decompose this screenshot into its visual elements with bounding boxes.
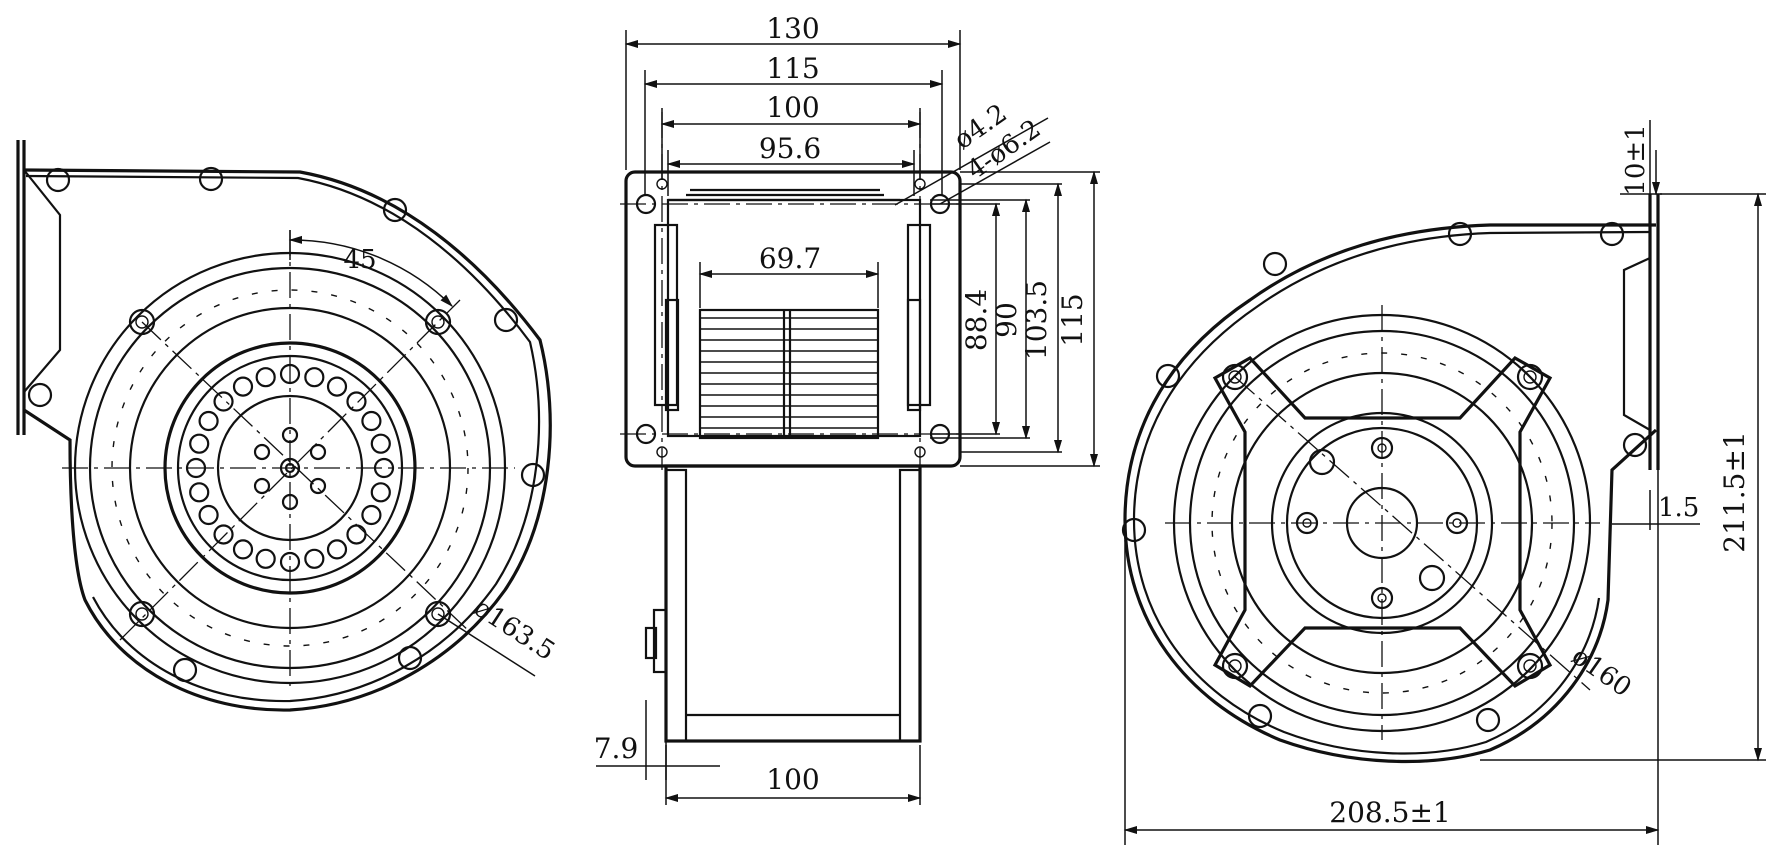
dim-211-5: 211.5±1 bbox=[1718, 431, 1751, 552]
side-outlet bbox=[664, 464, 922, 743]
front-view: 45 ø163.5 bbox=[16, 140, 560, 712]
dim-7-9: 7.9 bbox=[594, 732, 639, 765]
rear-diameter-label: ø160 bbox=[1566, 641, 1637, 703]
motor-bracket bbox=[1212, 355, 1553, 689]
front-diameter-label: ø163.5 bbox=[468, 593, 560, 667]
dim-90: 90 bbox=[990, 302, 1023, 338]
rear-view: ø160 10±1 211.5±1 1.5 208.5±1 bbox=[1121, 120, 1766, 845]
side-view: 130 115 100 95.6 69.7 ø4.2 4-ø6.2 88.4 bbox=[594, 12, 1100, 805]
rear-housing-holes bbox=[1121, 221, 1648, 733]
front-screws bbox=[128, 308, 452, 628]
dim-1-5: 1.5 bbox=[1658, 493, 1699, 523]
dim-208-5: 208.5±1 bbox=[1329, 796, 1450, 829]
dim-103-5: 103.5 bbox=[1020, 280, 1053, 360]
dim-88-4: 88.4 bbox=[960, 289, 993, 351]
housing-holes bbox=[27, 166, 546, 683]
impeller-holes bbox=[185, 363, 395, 573]
dim-69-7: 69.7 bbox=[759, 242, 821, 275]
dim-100-top: 100 bbox=[766, 91, 819, 124]
dim-130: 130 bbox=[766, 12, 819, 45]
rear-housing bbox=[1123, 223, 1658, 764]
dim-100-bottom: 100 bbox=[766, 763, 819, 796]
dim-115: 115 bbox=[766, 52, 819, 85]
angle-label: 45 bbox=[343, 245, 376, 275]
front-flange bbox=[16, 140, 26, 435]
dim-95-6: 95.6 bbox=[759, 132, 821, 165]
dim-115-vertical: 115 bbox=[1056, 293, 1089, 346]
dim-10: 10±1 bbox=[1621, 124, 1651, 195]
front-housing bbox=[23, 168, 552, 712]
